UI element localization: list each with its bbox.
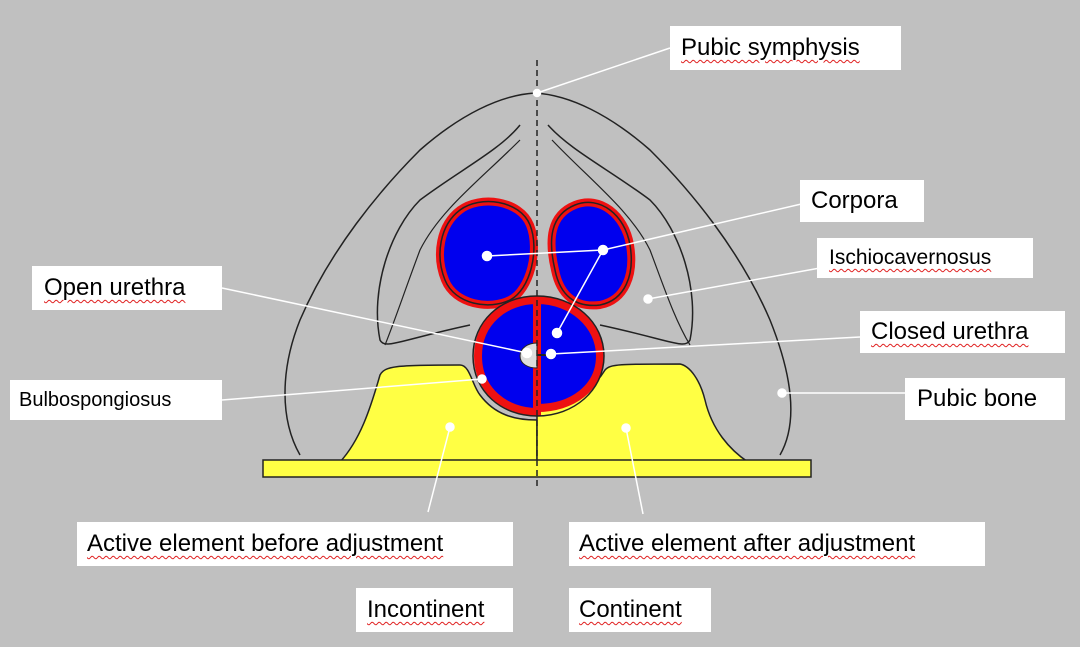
label-open-urethra: Open urethra	[32, 266, 222, 310]
label-incontinent: Incontinent	[356, 588, 513, 632]
right-ramus	[551, 139, 691, 346]
leader-lines	[221, 47, 905, 515]
active-before-marker	[445, 422, 455, 432]
urethra-left-half	[473, 295, 541, 417]
urethra-outline	[472, 295, 605, 417]
bulbospongiosus-marker	[477, 374, 487, 384]
label-closed-urethra: Closed urethra	[860, 311, 1065, 353]
label-corpora: Corpora	[800, 180, 924, 222]
left-corpus-outline	[439, 200, 535, 306]
active-after-marker	[621, 423, 631, 433]
label-ischiocavernosus: Ischiocavernosus	[817, 238, 1033, 278]
corpora-left-marker	[481, 250, 493, 262]
label-continent: Continent	[569, 588, 711, 632]
right-inner-arch	[547, 124, 694, 345]
right-corpus-ring	[547, 198, 636, 310]
left-ramus	[384, 139, 521, 346]
right-corpus-outline	[550, 201, 632, 307]
pubic-symphysis-marker	[532, 88, 542, 98]
corpora-right-marker	[597, 244, 609, 256]
label-pubic-bone: Pubic bone	[905, 378, 1065, 420]
open-urethra-marker	[521, 347, 533, 359]
urethra-right-half	[533, 295, 605, 413]
corpora-center-marker	[551, 327, 563, 339]
label-pubic-symphysis: Pubic symphysis	[670, 26, 901, 70]
left-inner-arch	[376, 124, 521, 345]
pubic-bone-marker	[777, 388, 787, 398]
closed-urethra-marker	[545, 348, 557, 360]
active-element-left	[338, 364, 538, 463]
label-bulbospongiosus: Bulbospongiosus	[10, 380, 222, 420]
ischiocavernosus-marker	[643, 294, 653, 304]
label-active-before: Active element before adjustment	[77, 522, 513, 566]
label-active-after: Active element after adjustment	[569, 522, 985, 566]
